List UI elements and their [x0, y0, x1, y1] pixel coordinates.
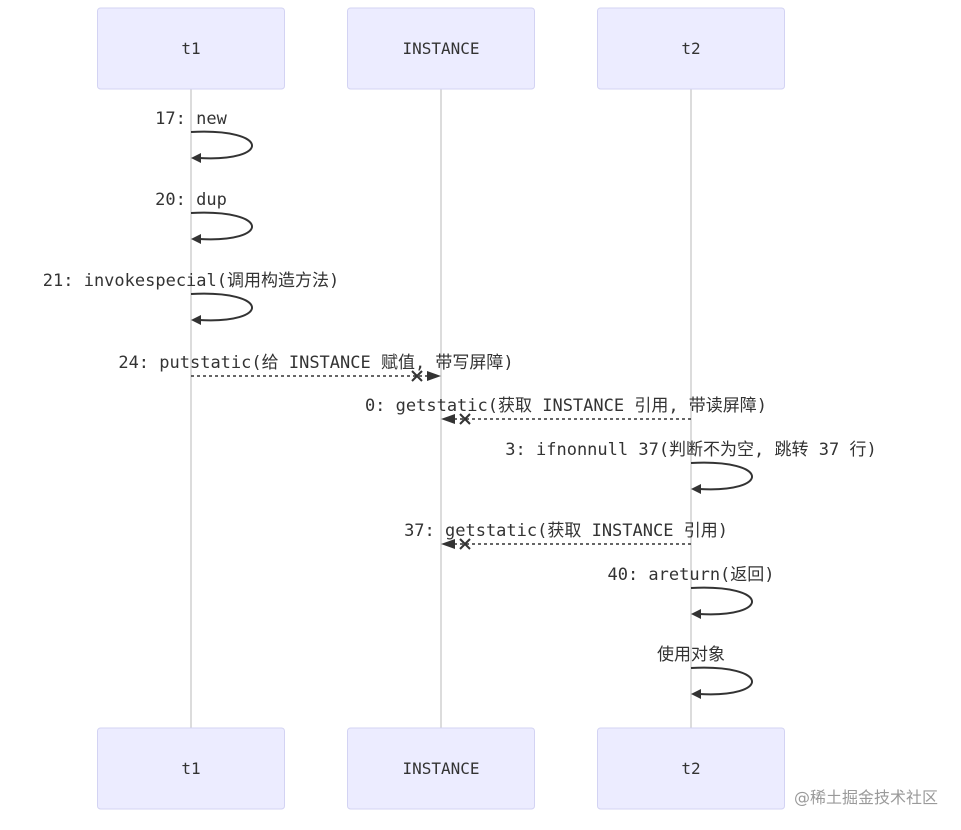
actor-box	[347, 7, 535, 90]
actor-label: t2	[681, 759, 700, 778]
actor-t2-bottom: t2	[597, 727, 785, 810]
self-loop-arrow	[190, 130, 253, 160]
message-9: 使用对象	[657, 644, 753, 699]
self-loop-arrow	[690, 586, 753, 616]
actor-label: INSTANCE	[402, 759, 479, 778]
message-label: 20: dup	[155, 190, 227, 210]
message-2: 20: dup	[155, 190, 253, 244]
arrowhead	[691, 689, 701, 699]
message-5: 0: getstatic(获取 INSTANCE 引用, 带读屏障)	[365, 396, 767, 425]
watermark-text: @稀土掘金技术社区	[794, 788, 938, 807]
cross-mark	[459, 538, 471, 550]
arrowhead	[191, 153, 201, 163]
arrowhead	[427, 371, 441, 381]
message-8: 40: areturn(返回)	[607, 565, 775, 619]
actor-label: INSTANCE	[402, 39, 479, 58]
actor-box	[347, 727, 535, 810]
message-label: 21: invokespecial(调用构造方法)	[43, 271, 339, 291]
message-label: 40: areturn(返回)	[607, 565, 774, 585]
message-label: 17: new	[155, 109, 227, 129]
arrowhead	[191, 234, 201, 244]
message-1: 17: new	[155, 109, 253, 163]
actor-box	[97, 727, 285, 810]
actor-box	[597, 7, 785, 90]
cross-mark	[411, 370, 423, 382]
actor-box	[597, 727, 785, 810]
arrowhead	[691, 484, 701, 494]
self-loop-arrow	[190, 211, 253, 241]
arrowhead	[441, 414, 455, 424]
actor-label: t1	[181, 759, 200, 778]
message-label: 37: getstatic(获取 INSTANCE 引用)	[404, 521, 728, 541]
message-3: 21: invokespecial(调用构造方法)	[43, 271, 339, 325]
actor-label: t1	[181, 39, 200, 58]
actor-label: t2	[681, 39, 700, 58]
message-label: 3: ifnonnull 37(判断不为空, 跳转 37 行)	[505, 440, 876, 460]
message-label: 0: getstatic(获取 INSTANCE 引用, 带读屏障)	[365, 396, 767, 416]
self-loop-arrow	[690, 461, 753, 491]
self-loop-arrow	[690, 666, 753, 696]
message-7: 37: getstatic(获取 INSTANCE 引用)	[404, 521, 728, 550]
arrowhead	[441, 539, 455, 549]
arrowhead	[191, 315, 201, 325]
message-label: 使用对象	[657, 644, 725, 665]
self-loop-arrow	[190, 292, 253, 322]
actor-t1-top: t1	[97, 7, 285, 90]
cross-mark	[459, 413, 471, 425]
actor-instance-top: INSTANCE	[347, 7, 535, 90]
message-label: 24: putstatic(给 INSTANCE 赋值, 带写屏障)	[118, 353, 513, 373]
message-6: 3: ifnonnull 37(判断不为空, 跳转 37 行)	[505, 440, 877, 494]
actor-instance-bottom: INSTANCE	[347, 727, 535, 810]
arrowhead	[691, 609, 701, 619]
actor-t1-bottom: t1	[97, 727, 285, 810]
actor-box	[97, 7, 285, 90]
message-4: 24: putstatic(给 INSTANCE 赋值, 带写屏障)	[118, 353, 514, 382]
actor-t2-top: t2	[597, 7, 785, 90]
